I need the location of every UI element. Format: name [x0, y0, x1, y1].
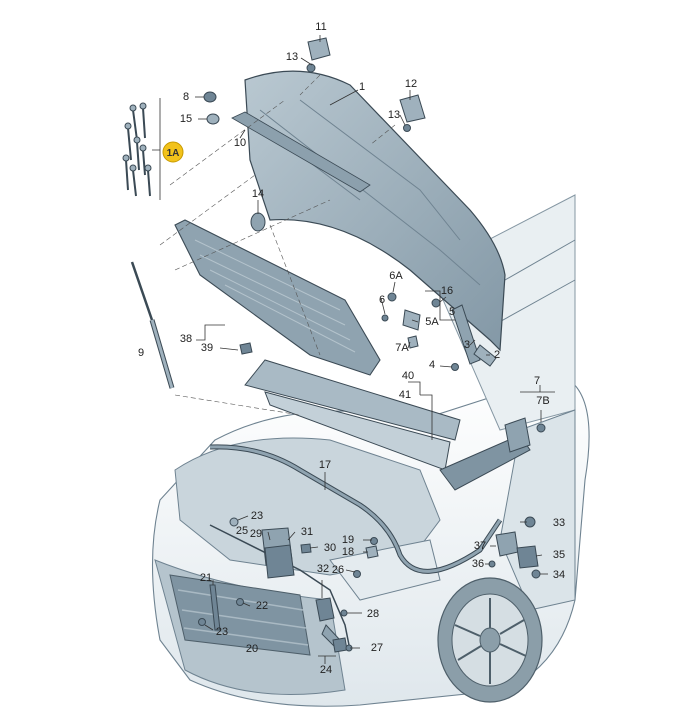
gas-strut — [130, 261, 175, 389]
callout-p40: 40 — [402, 370, 414, 382]
callout-p28: 28 — [367, 608, 379, 620]
callout-p6a: 6A — [389, 270, 403, 282]
callout-p11: 11 — [315, 21, 326, 33]
hood-panel — [231, 70, 506, 352]
callout-p23b: 23 — [216, 626, 228, 638]
callout-p39: 39 — [201, 342, 213, 354]
callout-p20: 20 — [246, 643, 258, 655]
callout-p37: 37 — [474, 540, 486, 552]
callout-p27: 27 — [371, 642, 383, 654]
callout-p34: 34 — [553, 569, 565, 581]
callout-p1: 1 — [359, 81, 365, 93]
callout-p13a: 13 — [286, 51, 298, 63]
callout-p14: 14 — [252, 188, 264, 200]
hood-insulation-pad — [174, 219, 381, 376]
callout-p38: 38 — [180, 333, 192, 345]
callout-p8: 8 — [183, 91, 189, 103]
callout-p41: 41 — [399, 389, 411, 401]
callout-p13b: 13 — [388, 109, 400, 121]
callout-p19: 19 — [342, 534, 354, 546]
leader-lines — [152, 35, 555, 664]
callout-p3: 3 — [464, 339, 470, 351]
fastener-kit — [122, 102, 152, 197]
callout-p15: 15 — [180, 113, 192, 125]
callout-p16: 16 — [441, 285, 453, 297]
callout-p2: 2 — [494, 349, 500, 361]
callout-p31: 31 — [301, 526, 313, 538]
callout-p29: 29 — [250, 528, 262, 540]
callout-labels: 11A23455A66A77A7B89101112131314151617181… — [138, 21, 565, 676]
callout-p7: 7 — [534, 375, 540, 387]
callout-p5: 5 — [449, 306, 455, 318]
callout-p4: 4 — [429, 359, 435, 371]
front-wheel — [437, 577, 543, 703]
callout-p25: 25 — [236, 525, 248, 537]
callout-p32: 32 — [317, 563, 329, 575]
callout-p17: 17 — [319, 459, 331, 471]
callout-p7b: 7B — [536, 395, 549, 407]
callout-p35: 35 — [553, 549, 565, 561]
callout-p30: 30 — [324, 542, 336, 554]
callout-p26: 26 — [332, 564, 344, 576]
callout-badge-p1a — [162, 141, 184, 163]
callout-p7a: 7A — [395, 342, 409, 354]
callout-p12: 12 — [405, 78, 417, 90]
callout-p22: 22 — [256, 600, 268, 612]
callout-p36: 36 — [472, 558, 484, 570]
callout-p1a: 1A — [167, 148, 180, 159]
callout-p10: 10 — [234, 137, 246, 149]
projection-lines — [159, 74, 396, 416]
callout-p21: 21 — [200, 572, 212, 584]
water-deflector — [439, 434, 531, 491]
callout-p23a: 23 — [251, 510, 263, 522]
callout-p6: 6 — [379, 294, 385, 306]
callout-p24: 24 — [320, 664, 332, 676]
callout-p9: 9 — [138, 347, 144, 359]
callout-p33: 33 — [553, 517, 565, 529]
callout-p18: 18 — [342, 546, 354, 558]
callout-p5a: 5A — [425, 316, 439, 328]
